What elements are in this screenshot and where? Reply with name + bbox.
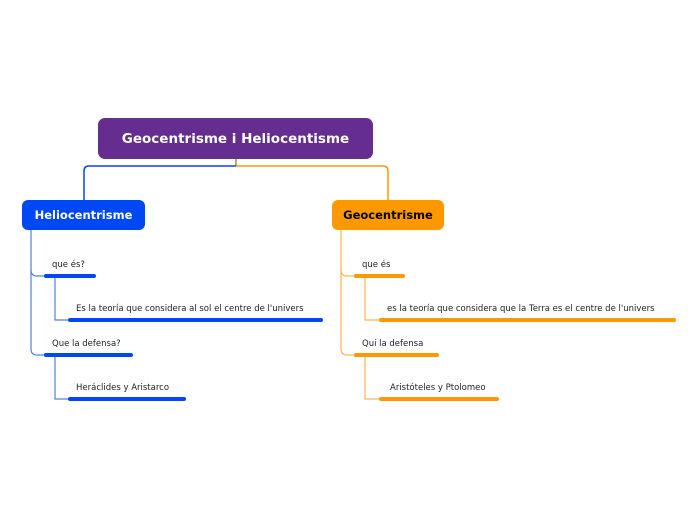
- subtopic-definition-helio[interactable]: Es la teoría que considera al sol el cen…: [76, 304, 304, 314]
- subtopic-label: Aristóteles y Ptolomeo: [390, 383, 486, 393]
- root-topic-label: Geocentrisme i Heliocentisme: [121, 130, 350, 147]
- subtopic-label: Que la defensa?: [52, 339, 121, 349]
- subtopic-underline: [354, 353, 439, 357]
- subtopic-label: Qui la defensa: [362, 339, 424, 349]
- subtopic-underline: [68, 397, 186, 401]
- subtopic-que-es-geo[interactable]: que és: [362, 260, 390, 270]
- subtopic-que-es-helio[interactable]: que és?: [52, 260, 85, 270]
- subtopic-names-geo[interactable]: Aristóteles y Ptolomeo: [390, 383, 486, 393]
- topic-label: Heliocentrisme: [34, 208, 133, 222]
- subtopic-label: es la teoría que considera que la Terra …: [387, 304, 655, 314]
- subtopic-underline: [44, 274, 96, 278]
- subtopic-names-helio[interactable]: Heráclides y Aristarco: [76, 383, 169, 393]
- subtopic-label: Heráclides y Aristarco: [76, 383, 170, 393]
- subtopic-definition-geo[interactable]: es la teoría que considera que la Terra …: [387, 304, 655, 314]
- subtopic-label: que és: [362, 260, 391, 270]
- subtopic-label: Es la teoría que considera al sol el cen…: [76, 304, 304, 314]
- root-topic[interactable]: Geocentrisme i Heliocentisme: [98, 118, 373, 159]
- subtopic-underline: [379, 397, 499, 401]
- topic-heliocentrisme[interactable]: Heliocentrisme: [22, 200, 145, 230]
- subtopic-underline: [44, 353, 133, 357]
- topic-geocentrisme[interactable]: Geocentrisme: [332, 200, 444, 230]
- subtopic-label: que és?: [52, 260, 85, 270]
- subtopic-defenders-geo[interactable]: Qui la defensa: [362, 339, 423, 349]
- subtopic-underline: [68, 318, 323, 322]
- subtopic-underline: [379, 318, 676, 322]
- topic-label: Geocentrisme: [343, 208, 433, 222]
- subtopic-defenders-helio[interactable]: Que la defensa?: [52, 339, 121, 349]
- subtopic-underline: [354, 274, 405, 278]
